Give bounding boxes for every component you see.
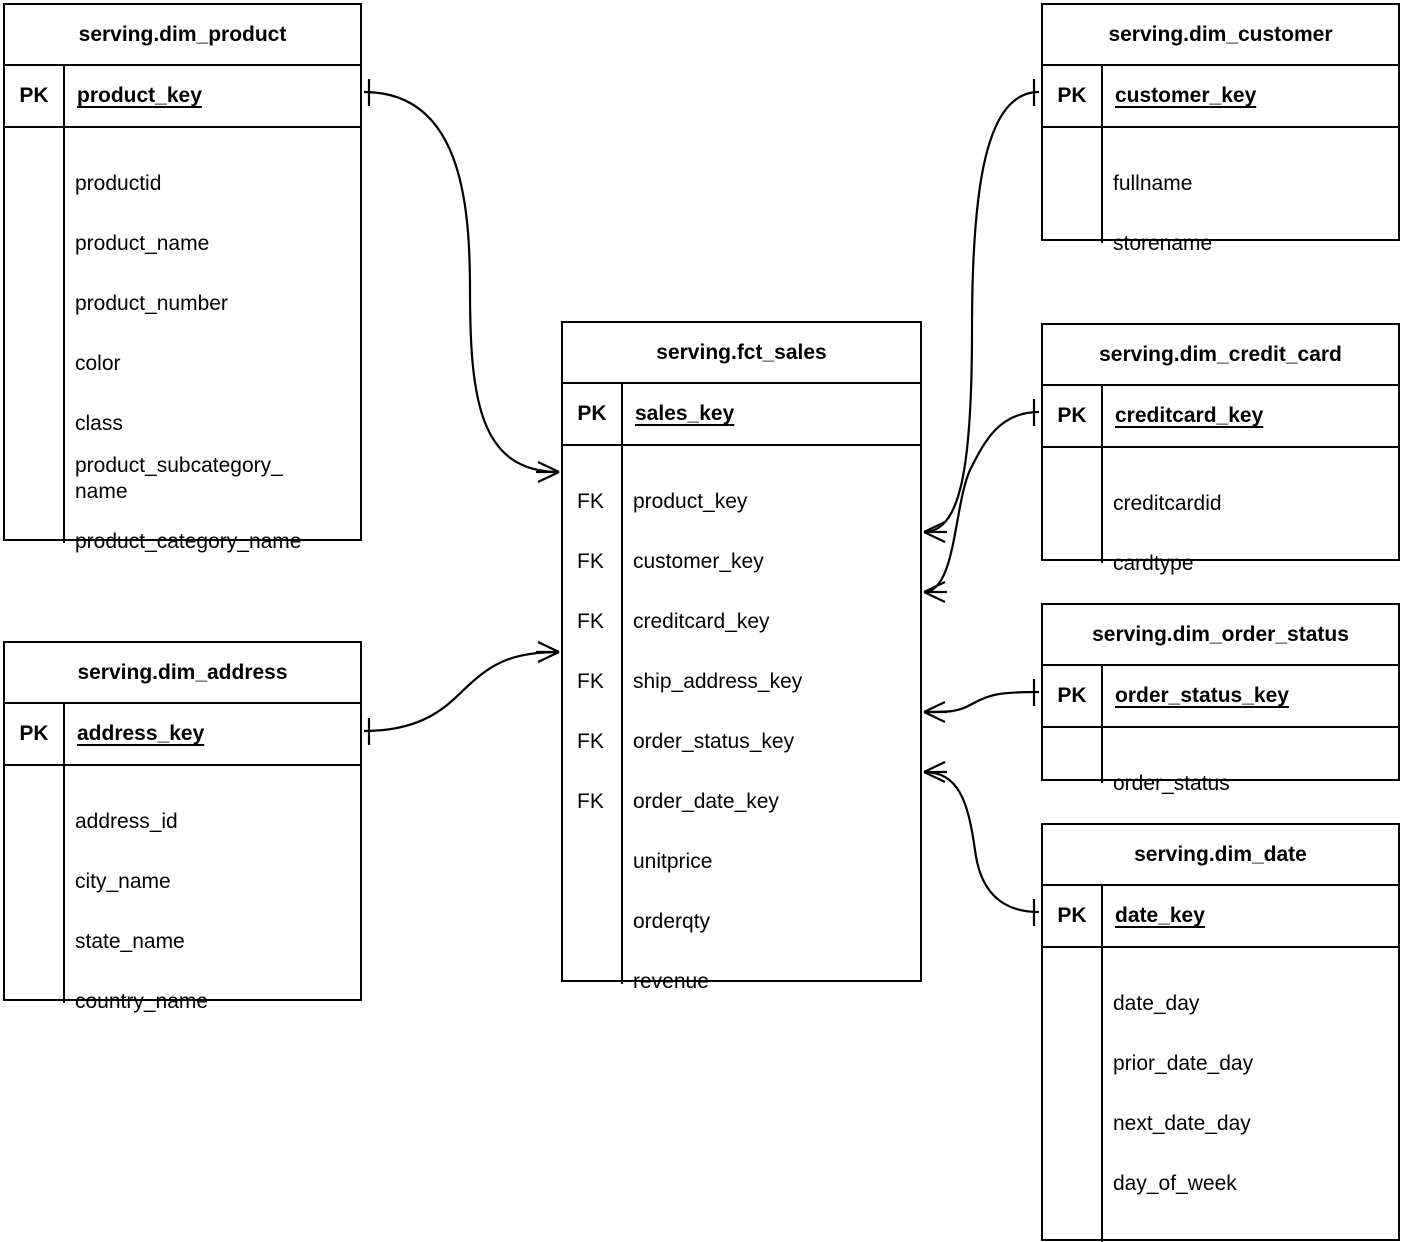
- pk-row-dim-order-status[interactable]: PK order_status_key: [1043, 664, 1398, 726]
- relationship-date-sales: [923, 761, 1040, 926]
- column-divider: [1101, 728, 1103, 783]
- relationship-product-sales: [363, 79, 560, 483]
- entity-title-dim-address: serving.dim_address: [77, 661, 288, 684]
- pk-name-address-key: address_key: [77, 722, 205, 745]
- attribute-creditcardid: creditcardid: [1113, 492, 1222, 515]
- attribute-storename: storename: [1113, 232, 1213, 255]
- crowsfoot-creditcard: [923, 581, 947, 603]
- attributes-dim-date: date_day prior_date_day next_date_day da…: [1043, 946, 1398, 1242]
- attribute-customer-key: customer_key: [633, 550, 764, 573]
- relationship-address-sales: [363, 641, 560, 745]
- pk-label: PK: [1057, 684, 1087, 707]
- column-divider: [63, 766, 65, 1003]
- attribute-order-date-key: order_date_key: [633, 790, 779, 813]
- relationship-orderstatus-sales: [923, 679, 1040, 723]
- entity-dim-order-status[interactable]: serving.dim_order_status PK order_status…: [1041, 603, 1400, 795]
- attributes-dim-credit-card: creditcardid cardtype: [1043, 446, 1398, 575]
- pk-name-order-status-key: order_status_key: [1115, 684, 1289, 707]
- attribute-fullname: fullname: [1113, 172, 1193, 195]
- attribute-cardtype: cardtype: [1113, 552, 1194, 575]
- attribute-order-status-key: order_status_key: [633, 730, 795, 753]
- crowsfoot-product: [536, 461, 560, 483]
- attribute-ellipsis: ...: [1113, 1231, 1131, 1242]
- pk-label: PK: [19, 722, 49, 745]
- attribute-revenue: revenue: [633, 970, 709, 993]
- column-divider: [1101, 948, 1103, 1242]
- fk-label-ship-address-key: FK: [577, 670, 604, 693]
- entity-dim-date[interactable]: serving.dim_date PK date_key date_day pr…: [1041, 823, 1400, 1242]
- crowsfoot-customer: [923, 521, 947, 543]
- fk-label-customer-key: FK: [577, 550, 604, 573]
- attribute-orderqty: orderqty: [633, 910, 711, 933]
- column-divider: [1101, 128, 1103, 243]
- attribute-product-number: product_number: [75, 292, 228, 315]
- column-divider: [63, 128, 65, 543]
- pk-name-product-key: product_key: [77, 84, 202, 107]
- fk-label-order-status-key: FK: [577, 730, 604, 753]
- entity-title-dim-customer: serving.dim_customer: [1108, 23, 1333, 46]
- entity-dim-product[interactable]: serving.dim_product PK product_key produ…: [3, 3, 362, 553]
- attribute-productid: productid: [75, 172, 162, 195]
- attribute-product-subcategory-name: product_subcategory_ name: [75, 454, 283, 503]
- crowsfoot-date: [923, 761, 947, 783]
- pk-label: PK: [1057, 404, 1087, 427]
- attributes-dim-order-status: order_status: [1043, 726, 1398, 795]
- pk-row-dim-date[interactable]: PK date_key: [1043, 884, 1398, 946]
- pk-row-fct-sales[interactable]: PK sales_key: [563, 382, 920, 444]
- attribute-address-id: address_id: [75, 810, 178, 833]
- relationship-creditcard-sales: [923, 399, 1040, 603]
- entity-dim-customer[interactable]: serving.dim_customer PK customer_key ful…: [1041, 3, 1400, 255]
- attribute-next-date-day: next_date_day: [1113, 1112, 1251, 1135]
- column-divider: [621, 446, 623, 984]
- attributes-dim-product: productid product_name product_number co…: [5, 126, 360, 553]
- attribute-prior-date-day: prior_date_day: [1113, 1052, 1254, 1075]
- attribute-ship-address-key: ship_address_key: [633, 670, 803, 693]
- pk-row-dim-address[interactable]: PK address_key: [5, 702, 360, 764]
- attribute-order-status: order_status: [1113, 772, 1230, 795]
- entity-title-dim-credit-card: serving.dim_credit_card: [1099, 343, 1342, 366]
- attribute-product-key: product_key: [633, 490, 748, 513]
- pk-name-customer-key: customer_key: [1115, 84, 1257, 107]
- pk-row-dim-credit-card[interactable]: PK creditcard_key: [1043, 384, 1398, 446]
- attribute-creditcard-key: creditcard_key: [633, 610, 770, 633]
- relationship-customer-sales: [923, 79, 1040, 543]
- entity-title-dim-date: serving.dim_date: [1134, 843, 1307, 866]
- attribute-unitprice: unitprice: [633, 850, 713, 873]
- pk-label: PK: [19, 84, 49, 107]
- pk-row-dim-customer[interactable]: PK customer_key: [1043, 64, 1398, 126]
- attribute-class: class: [75, 412, 123, 435]
- pk-name-creditcard-key: creditcard_key: [1115, 404, 1264, 427]
- attributes-dim-address: address_id city_name state_name country_…: [5, 764, 360, 1013]
- pk-label: PK: [1057, 904, 1087, 927]
- crowsfoot-address: [536, 641, 560, 663]
- entity-dim-address[interactable]: serving.dim_address PK address_key addre…: [3, 641, 362, 1013]
- attribute-country-name: country_name: [75, 990, 209, 1013]
- entity-dim-credit-card[interactable]: serving.dim_credit_card PK creditcard_ke…: [1041, 323, 1400, 575]
- entity-fct-sales[interactable]: serving.fct_sales PK sales_key FK produc…: [561, 321, 922, 993]
- attribute-product-category-name: product_category_name: [75, 530, 302, 553]
- attribute-day-of-week: day_of_week: [1113, 1172, 1237, 1195]
- crowsfoot-orderstatus: [923, 701, 947, 723]
- attribute-city-name: city_name: [75, 870, 171, 893]
- fk-label-order-date-key: FK: [577, 790, 604, 813]
- pk-name-sales-key: sales_key: [635, 402, 735, 425]
- attributes-fct-sales: FK product_key FK customer_key FK credit…: [563, 444, 920, 993]
- attribute-product-name: product_name: [75, 232, 210, 255]
- fk-label-creditcard-key: FK: [577, 610, 604, 633]
- attribute-state-name: state_name: [75, 930, 185, 953]
- attribute-color: color: [75, 352, 121, 375]
- entity-title-dim-product: serving.dim_product: [78, 23, 287, 46]
- entity-title-dim-order-status: serving.dim_order_status: [1092, 623, 1349, 646]
- pk-row-dim-product[interactable]: PK product_key: [5, 64, 360, 126]
- attribute-date-day: date_day: [1113, 992, 1200, 1015]
- column-divider: [1101, 448, 1103, 563]
- pk-label: PK: [577, 402, 607, 425]
- entity-title-fct-sales: serving.fct_sales: [656, 341, 827, 364]
- pk-label: PK: [1057, 84, 1087, 107]
- pk-name-date-key: date_key: [1115, 904, 1205, 927]
- attributes-dim-customer: fullname storename: [1043, 126, 1398, 255]
- fk-label-product-key: FK: [577, 490, 604, 513]
